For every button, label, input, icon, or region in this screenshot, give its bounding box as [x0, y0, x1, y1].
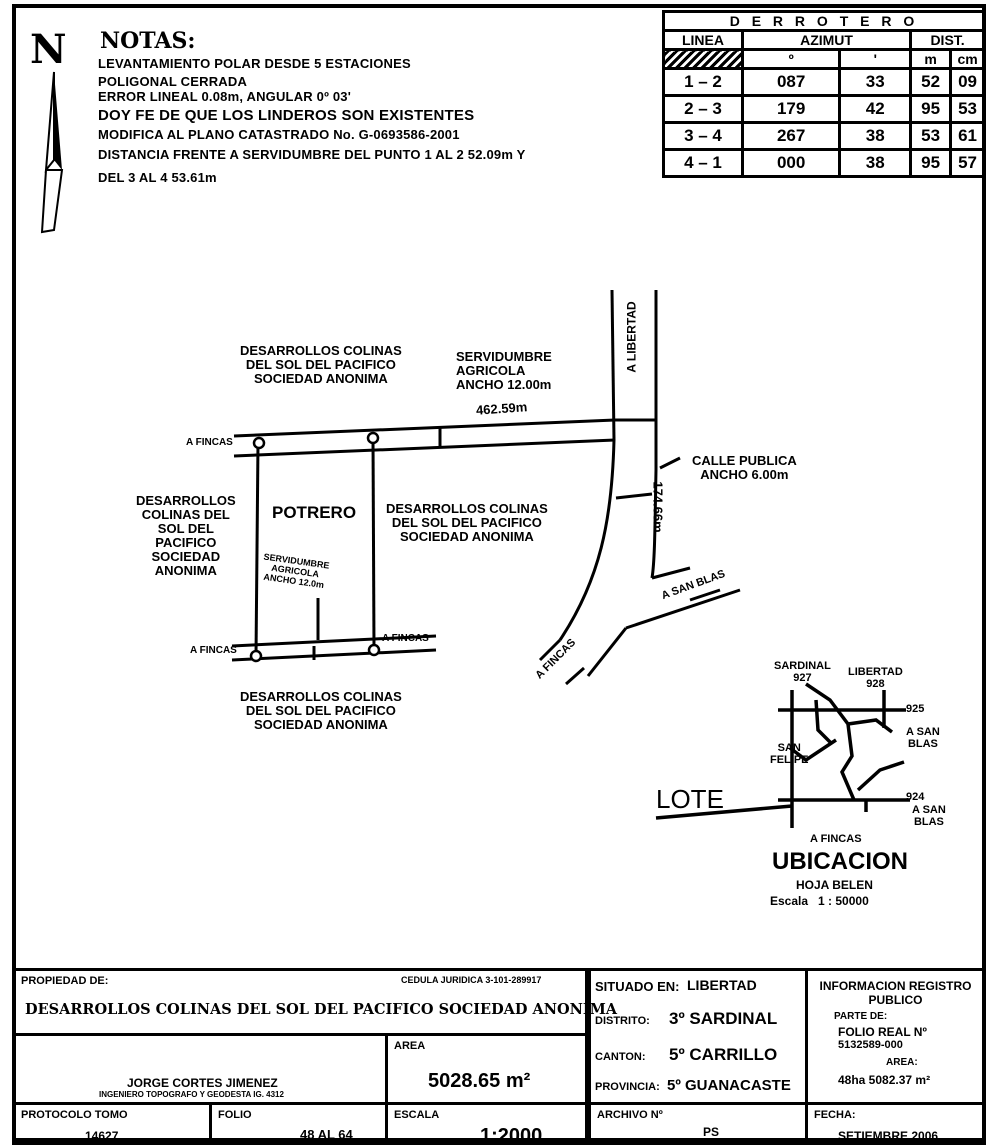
- derrotero-table: D E R R O T E R O LINEA AZIMUT DIST. º '…: [662, 10, 986, 178]
- drawing-frame: [12, 4, 986, 1142]
- header-linea: LINEA: [662, 29, 744, 51]
- cell-cm: 09: [949, 67, 986, 97]
- north-letter: N: [30, 26, 67, 73]
- cell-cm: 61: [949, 121, 986, 151]
- derrotero-title: D E R R O T E R O: [662, 10, 986, 32]
- table-row: 4 – 1 000 38 95 57: [662, 148, 986, 178]
- archivo-box: ARCHIVO Nº PS: [588, 1102, 808, 1145]
- header-dist: DIST.: [909, 29, 986, 51]
- cell-linea: 4 – 1: [662, 148, 744, 178]
- escala-box: ESCALA 1:2000: [385, 1102, 588, 1147]
- note-line: ERROR LINEAL 0.08m, ANGULAR 0º 03': [98, 89, 352, 104]
- a-fincas-label: A FINCAS: [810, 833, 862, 845]
- note-line: DEL 3 AL 4 53.61m: [98, 170, 217, 185]
- a-libertad-label: A LIBERTAD: [624, 301, 639, 373]
- cell-linea: 2 – 3: [662, 94, 744, 124]
- note-line: DISTANCIA FRENTE A SERVIDUMBRE DEL PUNTO…: [98, 147, 526, 162]
- cell-cm: 57: [949, 148, 986, 178]
- cell-linea: 3 – 4: [662, 121, 744, 151]
- registro-box: INFORMACION REGISTRO PUBLICO PARTE DE: F…: [805, 968, 986, 1105]
- cell-deg: 000: [740, 148, 842, 178]
- surveyor-box: JORGE CORTES JIMENEZ INGENIERO TOPOGRAFO…: [12, 1033, 388, 1105]
- owner-name: DESARROLLOS COLINAS DEL SOL DEL PACIFICO…: [25, 1001, 617, 1018]
- a-fincas-label: A FINCAS: [190, 645, 237, 656]
- location-title: UBICACION: [772, 848, 908, 875]
- note-line: LEVANTAMIENTO POLAR DESDE 5 ESTACIONES: [98, 56, 411, 71]
- table-row: 1 – 2 087 33 52 09: [662, 67, 986, 97]
- table-row: 3 – 4 267 38 53 61: [662, 121, 986, 151]
- area-box: AREA 5028.65 m²: [385, 1033, 588, 1105]
- cell-m: 53: [909, 121, 953, 151]
- note-line: DOY FE DE QUE LOS LINDEROS SON EXISTENTE…: [98, 107, 475, 124]
- header-azimut: AZIMUT: [740, 29, 913, 51]
- protocolo-box: PROTOCOLO TOMO 14627: [12, 1102, 212, 1145]
- subheader-min: ': [838, 48, 913, 70]
- plan-drawing: [231, 289, 910, 828]
- escala-value: 1:2000: [480, 1125, 543, 1147]
- fecha-box: FECHA: SETIEMBRE 2006: [805, 1102, 986, 1145]
- cell-linea: 1 – 2: [662, 67, 744, 97]
- subheader-m: m: [909, 48, 953, 70]
- lote-label: LOTE: [656, 784, 724, 814]
- table-row: 2 – 3 179 42 95 53: [662, 94, 986, 124]
- cell-min: 33: [838, 67, 913, 97]
- owner-box: PROPIEDAD DE: CEDULA JURIDICA 3-101-2899…: [12, 968, 617, 1036]
- cell-deg: 179: [740, 94, 842, 124]
- hatch-cell: [662, 48, 744, 70]
- cell-m: 95: [909, 94, 953, 124]
- potrero-label: POTRERO: [272, 503, 357, 522]
- cell-min: 38: [838, 148, 913, 178]
- route-924-label: 924: [906, 791, 925, 803]
- subheader-cm: cm: [949, 48, 986, 70]
- route-925-label: 925: [906, 703, 925, 715]
- cell-deg: 087: [740, 67, 842, 97]
- cell-cm: 53: [949, 94, 986, 124]
- location-subtitle: HOJA BELEN: [796, 878, 873, 892]
- notes-title: NOTAS:: [100, 28, 196, 54]
- area-value: 5028.65 m²: [428, 1070, 531, 1092]
- cell-min: 42: [838, 94, 913, 124]
- cell-deg: 267: [740, 121, 842, 151]
- note-line: POLIGONAL CERRADA: [98, 74, 248, 89]
- a-fincas-label: A FINCAS: [186, 437, 233, 448]
- cell-min: 38: [838, 121, 913, 151]
- note-line: MODIFICA AL PLANO CATASTRADO No. G-06935…: [98, 127, 460, 142]
- subheader-deg: º: [740, 48, 842, 70]
- distance-side-label: 174.66m: [650, 481, 666, 533]
- location-scale: Escala 1 : 50000: [770, 894, 869, 908]
- north-arrow-icon: [40, 71, 64, 234]
- a-fincas-label: A FINCAS: [382, 633, 429, 644]
- location-box: SITUADO EN: LIBERTAD DISTRITO: 3º SARDIN…: [588, 968, 808, 1105]
- cell-m: 95: [909, 148, 953, 178]
- cell-m: 52: [909, 67, 953, 97]
- folio-box: FOLIO 48 AL 64: [209, 1102, 388, 1145]
